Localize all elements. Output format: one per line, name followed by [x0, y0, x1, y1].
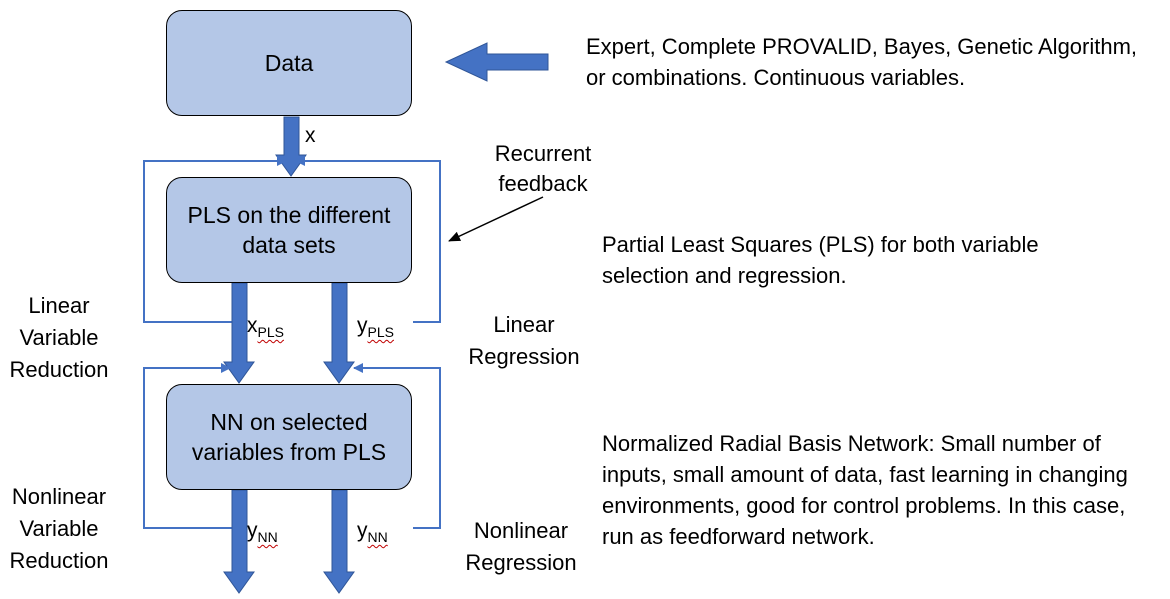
nn-box-label: NN on selected variables from PLS — [191, 409, 387, 465]
y-pls-label: yPLS — [357, 314, 394, 340]
data-box: Data — [166, 10, 412, 116]
linear-regression-label: Linear Regression — [468, 312, 580, 369]
data-box-label: Data — [264, 50, 314, 76]
nn-box: NN on selected variables from PLS — [166, 384, 412, 490]
y-nn-left-thick-arrow — [223, 489, 255, 594]
y-nn-left-label: yNN — [247, 519, 278, 545]
recurrent-feedback-label: Recurrent feedback — [494, 141, 592, 196]
pls-left-feedback-loop — [143, 156, 287, 323]
nonlinear-variable-reduction-label: Nonlinear Variable Reduction — [9, 484, 109, 573]
y-nn-right-label: yNN — [357, 519, 388, 545]
nn-description: Normalized Radial Basis Network: Small n… — [602, 431, 1128, 549]
y-pls-thick-arrow — [323, 282, 355, 384]
nonlinear-regression-label: Nonlinear Regression — [465, 518, 577, 575]
x-thick-arrow — [275, 116, 307, 177]
nn-left-feedback-loop — [143, 363, 232, 529]
input-block-arrow — [444, 42, 549, 82]
linear-variable-reduction-label: Linear Variable Reduction — [9, 293, 109, 382]
data-sources-description: Expert, Complete PROVALID, Bayes, Geneti… — [586, 34, 1138, 90]
pls-right-feedback-loop — [295, 156, 441, 323]
x-pls-label: xPLS — [247, 314, 284, 340]
pls-box: PLS on the different data sets — [166, 177, 412, 283]
nn-right-feedback-loop — [353, 363, 441, 529]
pls-box-label: PLS on the different data sets — [187, 202, 391, 258]
y-nn-right-thick-arrow — [323, 489, 355, 594]
pls-description: Partial Least Squares (PLS) for both var… — [602, 232, 1039, 288]
recurrent-feedback-pointer — [448, 196, 544, 242]
x-pls-thick-arrow — [223, 282, 255, 384]
x-label: x — [305, 124, 316, 147]
